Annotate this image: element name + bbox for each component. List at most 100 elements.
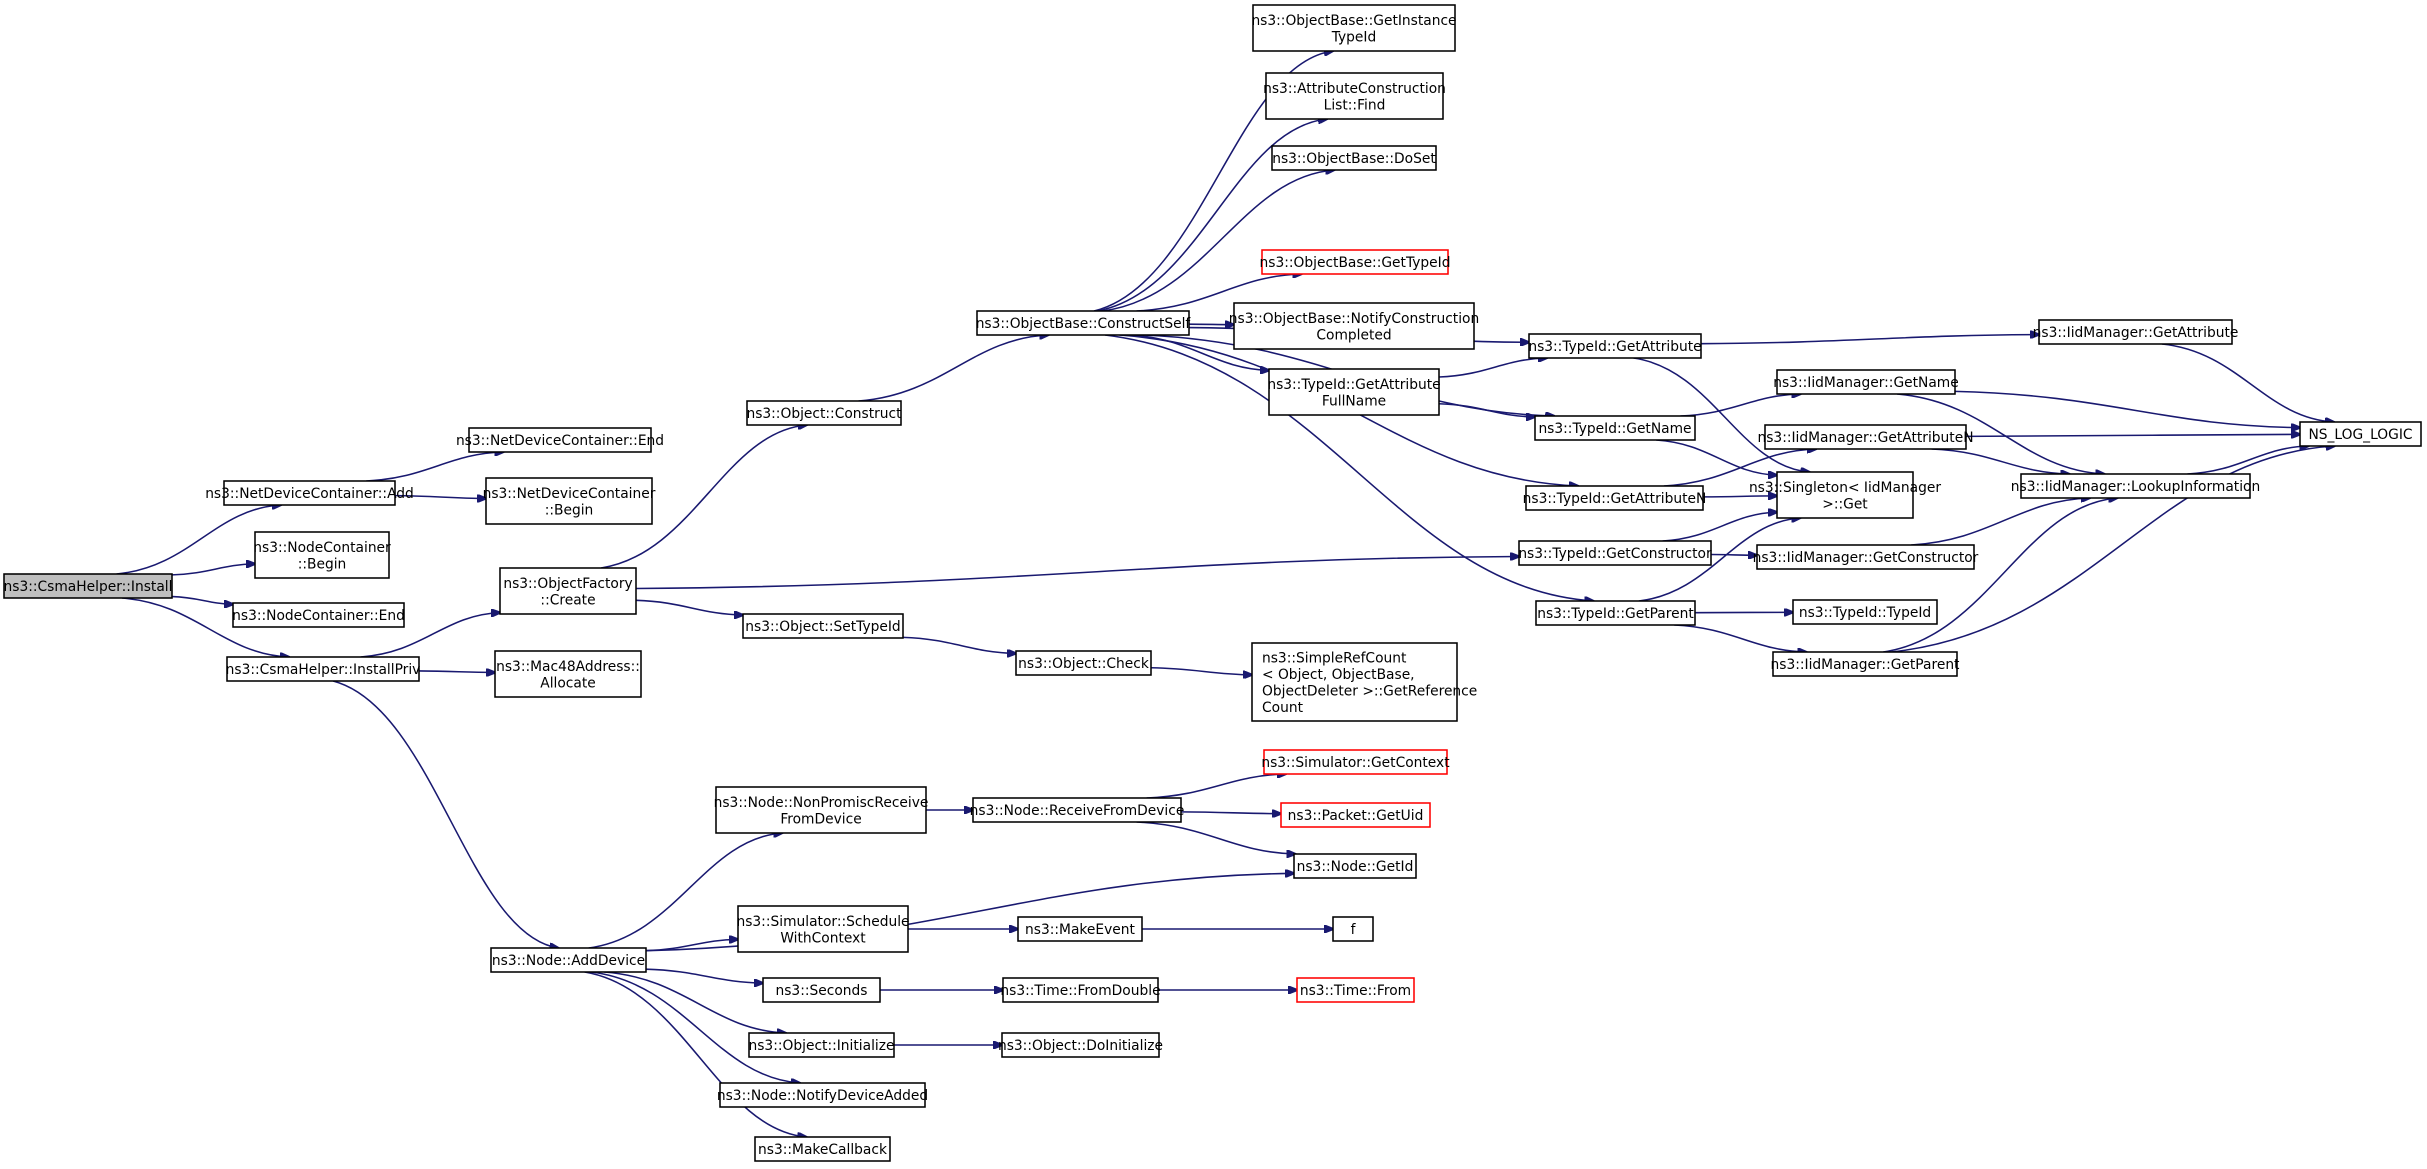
node-box[interactable]	[468, 427, 652, 453]
node-tid-getattribute[interactable]: ns3::TypeId::GetAttribute	[1528, 333, 1702, 359]
node-box[interactable]	[976, 310, 1190, 336]
node-ndc-begin[interactable]: ns3::NetDeviceContainer::Begin	[483, 477, 656, 525]
node-box[interactable]	[1792, 599, 1938, 625]
node-box[interactable]	[1776, 369, 1956, 395]
node-obj-check[interactable]: ns3::Object::Check	[1015, 650, 1152, 676]
node-tid-getparent[interactable]: ns3::TypeId::GetParent	[1535, 600, 1696, 626]
node-box[interactable]	[1252, 4, 1456, 52]
node-ob-gettypeid[interactable]: ns3::ObjectBase::GetTypeId	[1260, 249, 1451, 275]
node-time-from[interactable]: ns3::Time::From	[1296, 977, 1415, 1003]
node-box[interactable]	[1268, 368, 1440, 416]
node-node-receive[interactable]: ns3::Node::ReceiveFromDevice	[970, 797, 1185, 823]
node-ns-log-logic[interactable]: NS_LOG_LOGIC	[2299, 421, 2422, 447]
node-box[interactable]	[742, 613, 904, 639]
node-box[interactable]	[1017, 916, 1143, 942]
node-install[interactable]: ns3::CsmaHelper::Install	[3, 573, 173, 599]
node-box[interactable]	[2038, 319, 2233, 345]
node-obj-doinitialize[interactable]: ns3::Object::DoInitialize	[998, 1032, 1163, 1058]
node-box[interactable]	[1764, 424, 1967, 450]
node-sim-getcontext[interactable]: ns3::Simulator::GetContext	[1261, 749, 1450, 775]
node-makeevent[interactable]: ns3::MakeEvent	[1017, 916, 1143, 942]
node-tid-getattributen[interactable]: ns3::TypeId::GetAttributeN	[1523, 485, 1707, 511]
node-box[interactable]	[490, 947, 647, 973]
node-ndc-end[interactable]: ns3::NetDeviceContainer::End	[456, 427, 664, 453]
node-tid-typeid[interactable]: ns3::TypeId::TypeId	[1792, 599, 1938, 625]
node-f[interactable]: f	[1332, 916, 1374, 942]
node-box[interactable]	[1293, 853, 1417, 879]
node-obj-settypeid[interactable]: ns3::Object::SetTypeId	[742, 613, 904, 639]
node-box[interactable]	[1534, 415, 1696, 441]
node-makecallback[interactable]: ns3::MakeCallback	[754, 1136, 891, 1162]
node-obj-initialize[interactable]: ns3::Object::Initialize	[748, 1032, 895, 1058]
node-box[interactable]	[3, 573, 173, 599]
node-box[interactable]	[1002, 977, 1159, 1003]
node-box[interactable]	[226, 656, 420, 682]
node-box[interactable]	[254, 531, 390, 579]
node-simplerefcount[interactable]: ns3::SimpleRefCount< Object, ObjectBase,…	[1251, 642, 1477, 722]
node-tid-getconstructor[interactable]: ns3::TypeId::GetConstructor	[1518, 540, 1712, 566]
node-iid-getattribute[interactable]: ns3::IidManager::GetAttribute	[2033, 319, 2239, 345]
node-box[interactable]	[2299, 421, 2422, 447]
node-mac48[interactable]: ns3::Mac48Address::Allocate	[494, 650, 642, 698]
node-obj-construct[interactable]: ns3::Object::Construct	[746, 400, 902, 426]
node-box[interactable]	[499, 567, 637, 615]
node-node-getid[interactable]: ns3::Node::GetId	[1293, 853, 1417, 879]
node-singleton-get[interactable]: ns3::Singleton< IidManager>::Get	[1749, 471, 1941, 519]
node-box[interactable]	[1251, 642, 1458, 722]
node-box[interactable]	[737, 905, 909, 953]
node-box[interactable]	[1263, 749, 1448, 775]
node-nc-begin[interactable]: ns3::NodeContainer::Begin	[253, 531, 391, 579]
node-box[interactable]	[223, 480, 396, 506]
node-ndc-add[interactable]: ns3::NetDeviceContainer::Add	[205, 480, 414, 506]
node-box[interactable]	[972, 797, 1182, 823]
node-box[interactable]	[1265, 72, 1444, 120]
node-box[interactable]	[1756, 544, 1975, 570]
node-box[interactable]	[754, 1136, 891, 1162]
node-install-priv[interactable]: ns3::CsmaHelper::InstallPriv	[226, 656, 421, 682]
node-box[interactable]	[1015, 650, 1152, 676]
node-nc-end[interactable]: ns3::NodeContainer::End	[232, 602, 405, 628]
node-node-adddevice[interactable]: ns3::Node::AddDevice	[490, 947, 647, 973]
node-iid-getparent[interactable]: ns3::IidManager::GetParent	[1771, 651, 1961, 677]
node-iid-getconstructor[interactable]: ns3::IidManager::GetConstructor	[1753, 544, 1979, 570]
node-box[interactable]	[719, 1082, 926, 1108]
node-box[interactable]	[1772, 651, 1958, 677]
node-iid-getname[interactable]: ns3::IidManager::GetName	[1773, 369, 1959, 395]
node-box[interactable]	[1296, 977, 1415, 1003]
node-box[interactable]	[1528, 333, 1702, 359]
node-node-notify[interactable]: ns3::Node::NotifyDeviceAdded	[717, 1082, 928, 1108]
node-box[interactable]	[746, 400, 902, 426]
node-box[interactable]	[494, 650, 642, 698]
node-box[interactable]	[1261, 249, 1449, 275]
node-box[interactable]	[715, 786, 927, 834]
node-packet-getuid[interactable]: ns3::Packet::GetUid	[1280, 802, 1431, 828]
node-box[interactable]	[1332, 916, 1374, 942]
node-box[interactable]	[748, 1032, 895, 1058]
node-box[interactable]	[1280, 802, 1431, 828]
node-box[interactable]	[1271, 145, 1437, 171]
node-box[interactable]	[1001, 1032, 1160, 1058]
node-box[interactable]	[485, 477, 653, 525]
node-box[interactable]	[1525, 485, 1704, 511]
node-seconds[interactable]: ns3::Seconds	[762, 977, 881, 1003]
node-ob-doset[interactable]: ns3::ObjectBase::DoSet	[1271, 145, 1437, 171]
node-ob-notify[interactable]: ns3::ObjectBase::NotifyConstructionCompl…	[1229, 302, 1479, 350]
node-iid-getattributen[interactable]: ns3::IidManager::GetAttributeN	[1757, 424, 1974, 450]
node-box[interactable]	[1233, 302, 1475, 350]
node-box[interactable]	[1535, 600, 1696, 626]
node-box[interactable]	[2020, 473, 2251, 499]
node-box[interactable]	[1776, 471, 1914, 519]
node-ob-constructself[interactable]: ns3::ObjectBase::ConstructSelf	[976, 310, 1192, 336]
node-tid-getname[interactable]: ns3::TypeId::GetName	[1534, 415, 1696, 441]
node-time-fromdouble[interactable]: ns3::Time::FromDouble	[1000, 977, 1161, 1003]
node-box[interactable]	[762, 977, 881, 1003]
node-box[interactable]	[232, 602, 405, 628]
node-of-create[interactable]: ns3::ObjectFactory::Create	[499, 567, 637, 615]
node-iid-lookup[interactable]: ns3::IidManager::LookupInformation	[2011, 473, 2260, 499]
node-box[interactable]	[1518, 540, 1712, 566]
